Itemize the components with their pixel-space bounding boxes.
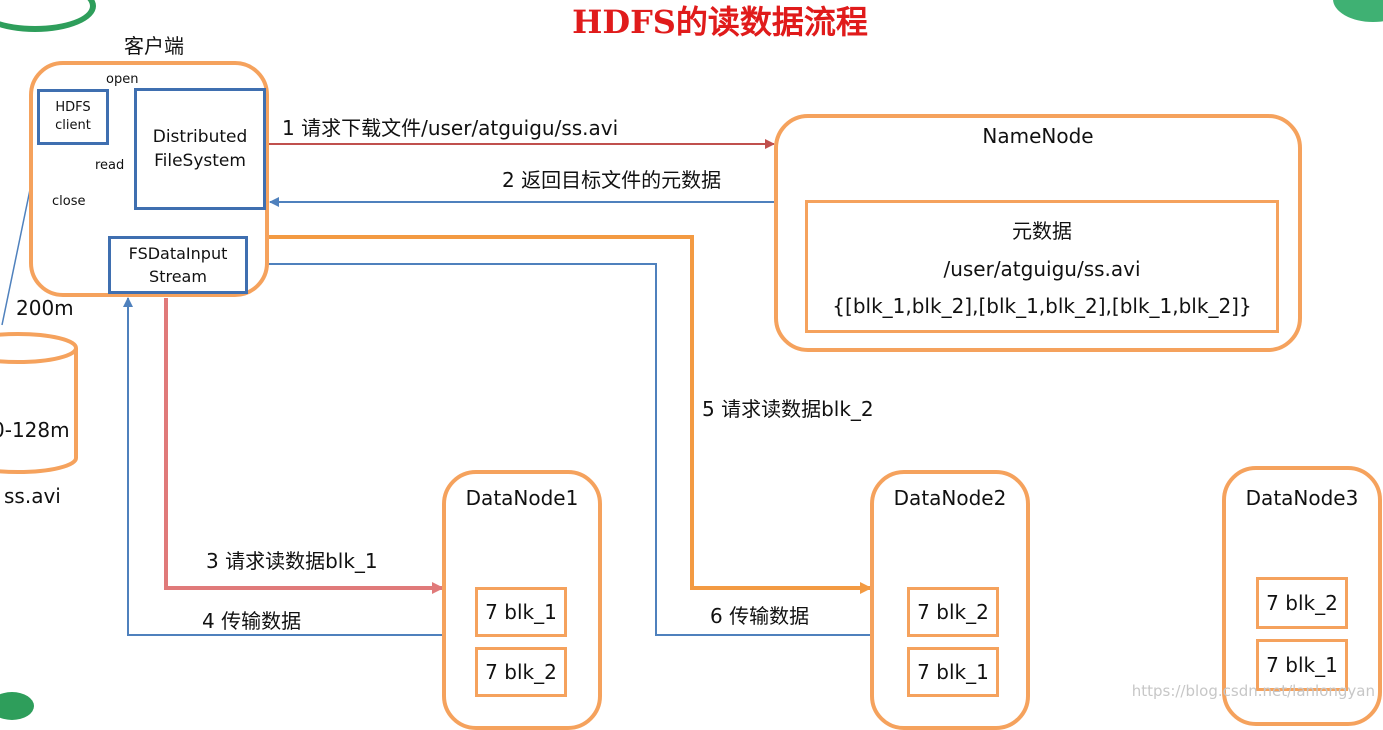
metadata-box: 元数据 /user/atguigu/ss.avi {[blk_1,blk_2],… (805, 200, 1279, 333)
hdfs-client-box: HDFS client (37, 89, 109, 145)
datanode3-title: DataNode3 (1245, 486, 1359, 510)
datanode1-title: DataNode1 (465, 486, 579, 510)
open-label: open (106, 72, 139, 87)
read-label: read (95, 158, 125, 173)
file-chunk-label: 0-128m (0, 418, 70, 442)
step2-label: 2 返回目标文件的元数据 (502, 168, 722, 192)
watermark-text: https://blog.csdn.net/lanlongyan (1131, 682, 1375, 700)
datanode2-block-2: 7 blk_1 (907, 647, 999, 697)
step5-arrow (268, 235, 872, 594)
datanode1-block-1: 7 blk_1 (475, 587, 567, 637)
metadata-path: /user/atguigu/ss.avi (943, 256, 1141, 281)
datanode2-block-1: 7 blk_2 (907, 587, 999, 637)
datanode2-title: DataNode2 (893, 486, 1007, 510)
client-to-file-line (1, 179, 33, 326)
file-size-label: 200m (16, 296, 74, 320)
step5-label: 5 请求读数据blk_2 (702, 397, 874, 421)
step4-arrow (123, 297, 442, 636)
step6-arrow (253, 259, 870, 636)
step3-arrow (164, 298, 444, 594)
page-title: HDFS的读数据流程 (572, 3, 868, 41)
close-label: close (52, 194, 86, 209)
file-name-label: ss.avi (4, 484, 61, 508)
metadata-title: 元数据 (1012, 219, 1072, 244)
step4-label: 4 传输数据 (202, 609, 302, 633)
step1-label: 1 请求下载文件/user/atguigu/ss.avi (282, 116, 619, 140)
step3-label: 3 请求读数据blk_1 (206, 549, 378, 573)
fsdatainputstream-box: FSDataInput Stream (108, 236, 248, 294)
datanode1-block-2: 7 blk_2 (475, 647, 567, 697)
datanode3-block-2: 7 blk_1 (1256, 639, 1348, 691)
client-label: 客户端 (124, 34, 184, 58)
step6-label: 6 传输数据 (710, 604, 810, 628)
metadata-blocks: {[blk_1,blk_2],[blk_1,blk_2],[blk_1,blk_… (832, 293, 1252, 318)
distributed-filesystem-box: Distributed FileSystem (134, 88, 266, 210)
file-disk-icon (0, 332, 78, 474)
datanode3-block-1: 7 blk_2 (1256, 577, 1348, 629)
namenode-title: NameNode (982, 124, 1094, 148)
